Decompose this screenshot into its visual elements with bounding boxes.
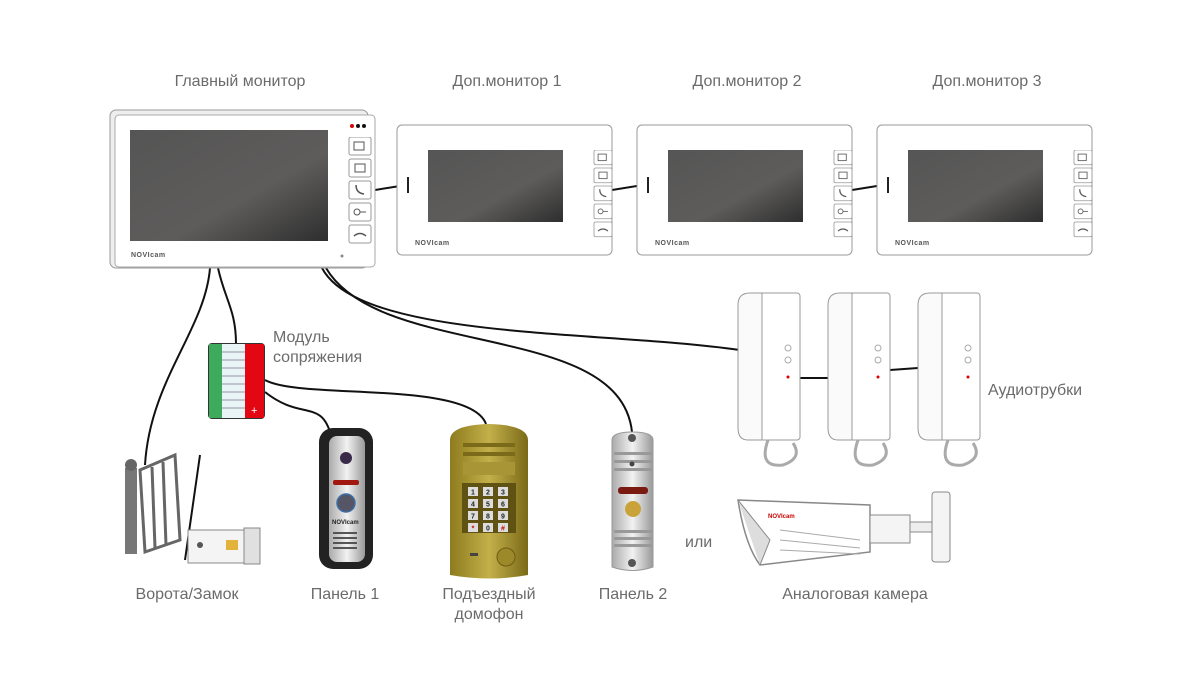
keypad-key-label: 5 xyxy=(486,502,490,509)
brand-logo: NOVIcam xyxy=(131,252,166,259)
keypad-key xyxy=(498,511,508,520)
keypad-key-label: 8 xyxy=(486,514,490,521)
cables xyxy=(144,185,919,561)
extra-monitors: NOVIcam NOVIcam NOVIcam xyxy=(396,124,1093,256)
label-analog-camera: Аналоговая камера xyxy=(782,586,928,603)
label-module: Модуль сопряжения xyxy=(273,328,362,368)
keypad-key xyxy=(483,511,493,520)
keypad-key-label: # xyxy=(501,526,505,533)
label-handsets: Аудиотрубки xyxy=(988,382,1083,399)
brand-logo: NOVIcam xyxy=(655,240,690,247)
keypad-key-label: 6 xyxy=(501,502,505,509)
keypad-key xyxy=(498,499,508,508)
brand-logo: NOVIcam xyxy=(415,240,450,247)
keypad-key xyxy=(468,499,478,508)
call-panel-1: NOVIcam xyxy=(319,428,373,569)
label-panel-2: Панель 2 xyxy=(598,586,668,603)
label-module-line1: Модуль xyxy=(273,329,330,346)
call-panel-2 xyxy=(611,431,654,571)
keypad-key-label: 1 xyxy=(471,490,475,497)
entrance-intercom: 1 2 3 4 5 6 7 8 9 * 0 # xyxy=(450,424,528,579)
svg-text:+: + xyxy=(251,405,257,417)
keypad-key xyxy=(498,523,508,532)
keypad-key-label: 3 xyxy=(501,490,505,497)
label-extra-monitor-3: Доп.монитор 3 xyxy=(932,73,1042,90)
keypad-key-label: 2 xyxy=(486,490,490,497)
analog-camera: NOVIcam xyxy=(737,491,951,566)
keypad-key-label: 9 xyxy=(501,514,505,521)
label-gate-lock: Ворота/Замок xyxy=(135,586,239,603)
keypad-key xyxy=(468,523,478,532)
gate-and-lock xyxy=(125,452,261,565)
brand-logo: NOVIcam xyxy=(768,514,795,520)
main-monitor: NOVIcam xyxy=(109,109,376,269)
keypad-key xyxy=(483,523,493,532)
keypad-key xyxy=(483,487,493,496)
audio-handsets xyxy=(737,292,981,467)
keypad-key-label: 4 xyxy=(471,502,475,509)
label-entrance-intercom: Подъездный домофон xyxy=(442,585,535,625)
keypad-key xyxy=(498,487,508,496)
interface-module: + xyxy=(208,343,265,419)
keypad-key-label: 7 xyxy=(471,514,475,521)
label-extra-monitor-2: Доп.монитор 2 xyxy=(692,73,802,90)
keypad-key xyxy=(483,499,493,508)
keypad-key xyxy=(468,487,478,496)
label-entrance-line1: Подъездный xyxy=(442,586,536,603)
keypad-key-label: * xyxy=(472,526,475,533)
label-or: или xyxy=(685,534,713,551)
label-main-monitor: Главный монитор xyxy=(174,73,306,90)
label-panel-1: Панель 1 xyxy=(310,586,380,603)
brand-logo: NOVIcam xyxy=(332,520,359,526)
label-entrance-line2: домофон xyxy=(454,606,524,623)
keypad: 1 2 3 4 5 6 7 8 9 * 0 # xyxy=(468,487,508,533)
keypad-key xyxy=(468,511,478,520)
brand-logo: NOVIcam xyxy=(895,240,930,247)
label-extra-monitor-1: Доп.монитор 1 xyxy=(452,73,562,90)
label-module-line2: сопряжения xyxy=(273,349,363,366)
keypad-key-label: 0 xyxy=(486,526,490,533)
